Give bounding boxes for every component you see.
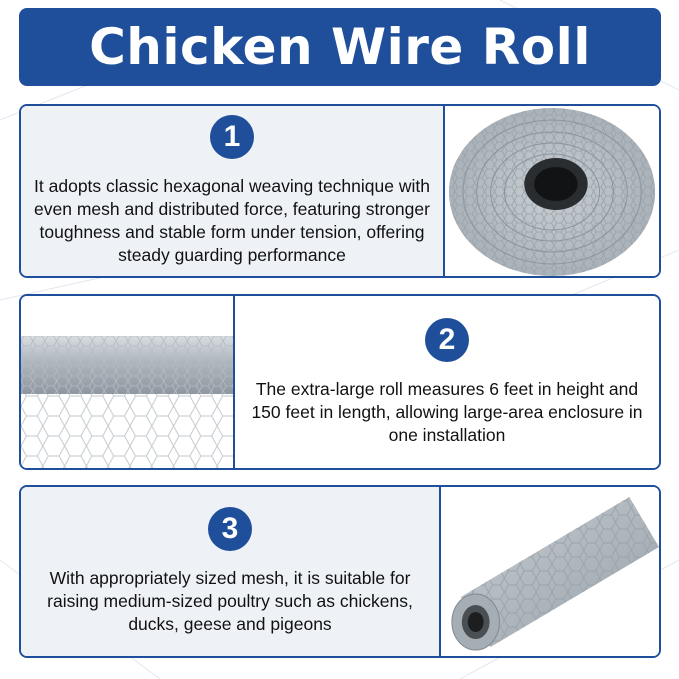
- feature-panel-2: 2 The extra-large roll measures 6 feet i…: [19, 294, 661, 470]
- page-title: Chicken Wire Roll: [89, 18, 591, 76]
- title-banner: Chicken Wire Roll: [19, 8, 661, 86]
- number-badge-1: 1: [210, 115, 254, 159]
- number-badge-2: 2: [425, 317, 469, 362]
- feature-description-3: With appropriately sized mesh, it is sui…: [47, 568, 413, 634]
- feature-text-block-3: 3 With appropriately sized mesh, it is s…: [21, 487, 439, 656]
- roll-end-view-image: [443, 106, 659, 276]
- feature-panel-3: 3 With appropriately sized mesh, it is s…: [19, 485, 661, 658]
- roll-side-view-image: [21, 296, 235, 468]
- feature-panel-1: 1 It adopts classic hexagonal weaving te…: [19, 104, 661, 278]
- number-badge-3: 3: [208, 507, 252, 551]
- feature-description-2: The extra-large roll measures 6 feet in …: [251, 378, 643, 445]
- feature-text-block-1: 1 It adopts classic hexagonal weaving te…: [21, 106, 443, 276]
- feature-description-1: It adopts classic hexagonal weaving tech…: [34, 176, 430, 265]
- feature-text-block-2: 2 The extra-large roll measures 6 feet i…: [235, 296, 659, 468]
- roll-angled-view-image: [439, 487, 659, 656]
